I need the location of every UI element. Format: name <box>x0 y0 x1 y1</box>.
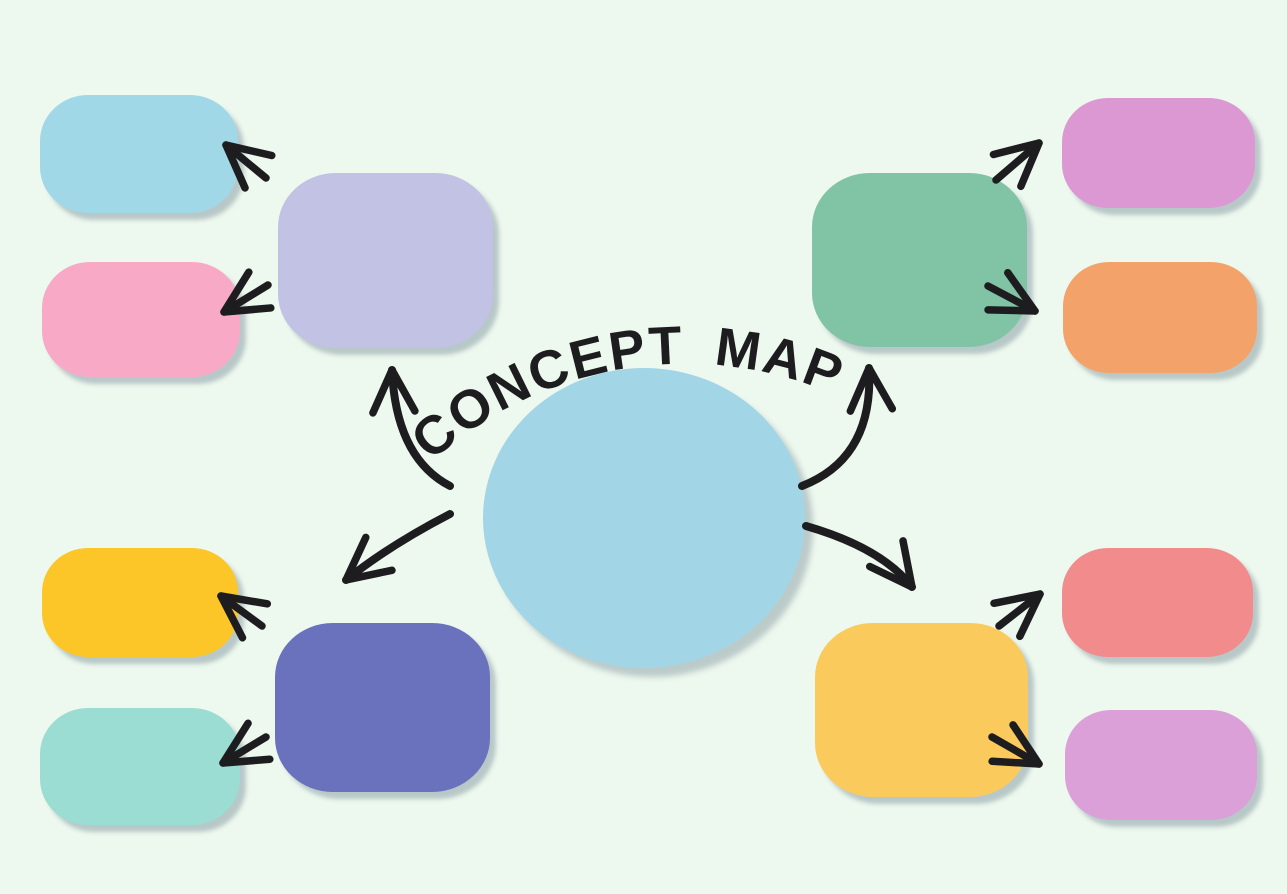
arrow-bottom-left-branch-to-lower-leaf <box>219 719 274 767</box>
leaf-node-top-left-upper <box>40 95 238 213</box>
arrow-center-to-top-left <box>369 366 454 490</box>
arrow-center-to-top-right <box>798 364 897 490</box>
arrow-top-right-branch-to-lower-leaf <box>984 268 1039 315</box>
leaf-node-top-right-upper <box>1062 98 1255 208</box>
leaf-node-top-right-lower <box>1063 262 1257 373</box>
branch-node-bottom-left <box>275 623 490 792</box>
arrow-center-to-bottom-right <box>802 522 916 591</box>
leaf-node-top-left-lower <box>42 262 240 377</box>
leaf-node-bottom-left-lower <box>40 708 240 825</box>
leaf-node-bottom-right-upper <box>1062 548 1253 657</box>
arrow-top-left-branch-to-upper-leaf <box>222 141 276 192</box>
arrow-top-right-branch-to-upper-leaf <box>989 139 1043 191</box>
branch-node-top-left <box>278 173 493 348</box>
arrow-bottom-right-branch-to-lower-leaf <box>988 721 1043 768</box>
arrow-center-to-bottom-left <box>342 510 454 584</box>
leaf-node-bottom-right-lower <box>1065 710 1257 820</box>
branch-node-top-right <box>812 173 1027 347</box>
arrow-top-left-branch-to-lower-leaf <box>220 268 275 316</box>
arrow-bottom-left-branch-to-upper-leaf <box>217 592 272 642</box>
center-topic-node <box>483 368 805 668</box>
arrow-bottom-right-branch-to-upper-leaf <box>990 590 1044 641</box>
leaf-node-bottom-left-upper <box>42 548 238 657</box>
branch-node-bottom-right <box>815 623 1028 797</box>
